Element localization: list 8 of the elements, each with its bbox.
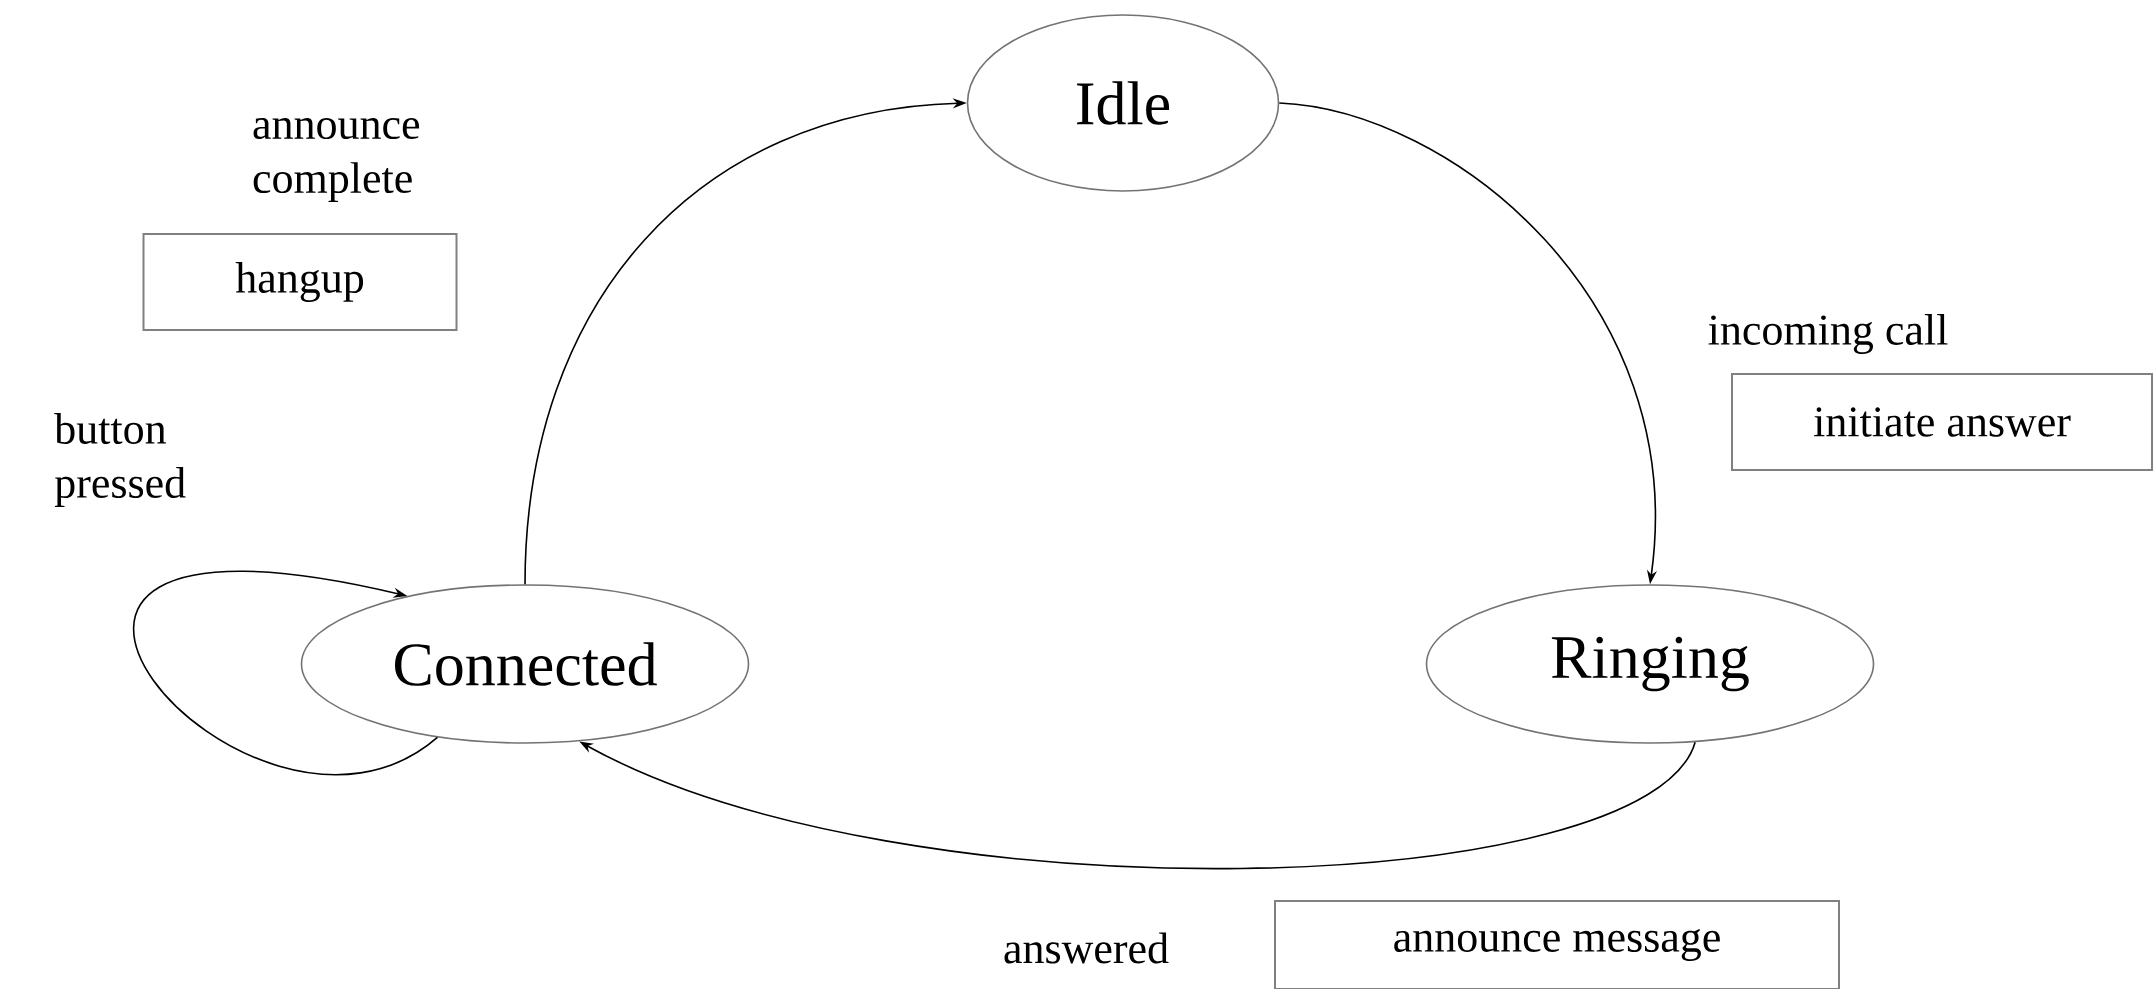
action-box: announce message (1274, 900, 1840, 989)
arrow (134, 572, 439, 776)
edge-label: button pressed (54, 413, 186, 507)
action-box: hangup (142, 233, 458, 331)
edge-label: answered (1004, 932, 1169, 964)
edge-label: incoming call (1708, 314, 1948, 354)
edge-label: announce complete (253, 117, 420, 203)
action-box: initiate answer (1731, 373, 2153, 471)
